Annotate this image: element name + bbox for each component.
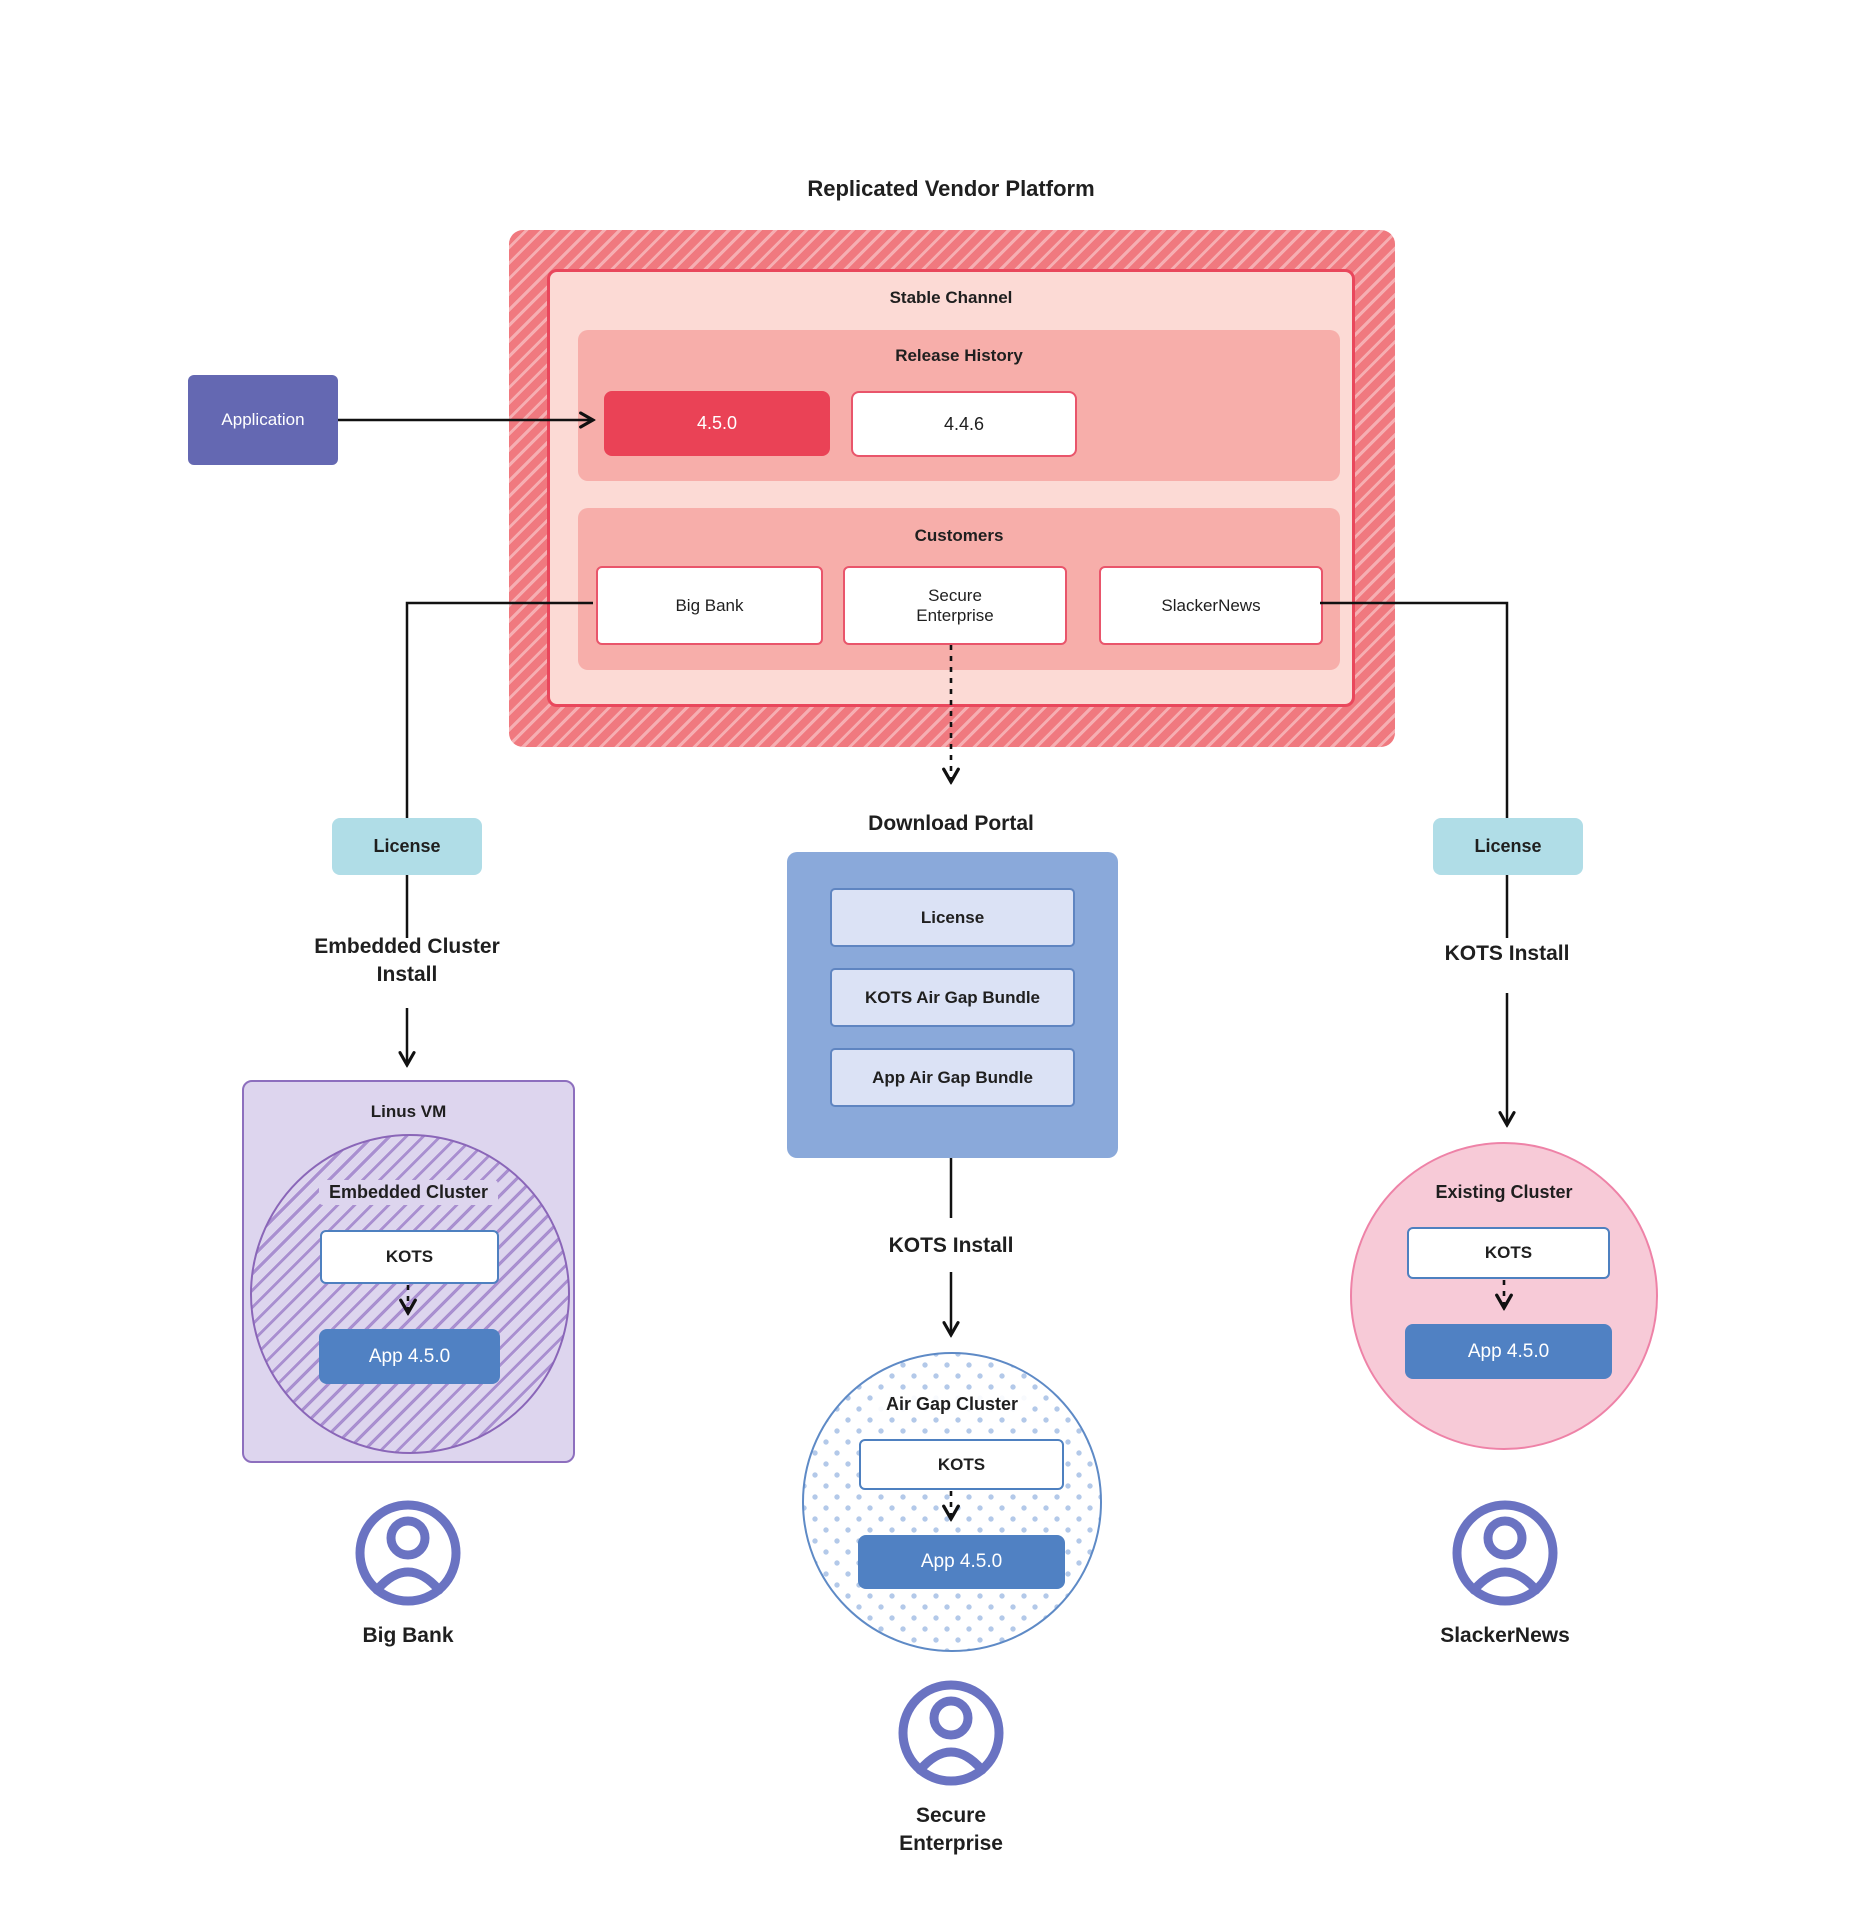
embedded-cluster-install-label: Embedded Cluster Install (314, 935, 500, 987)
air-gap-cluster-circle: Air Gap Cluster KOTS App 4.5.0 (802, 1352, 1102, 1652)
stable-channel-box: Stable Channel Release History 4.5.0 4.4… (547, 269, 1355, 707)
left-app-box: App 4.5.0 (319, 1329, 500, 1384)
big-bank-person-label: Big Bank (362, 1624, 454, 1647)
linus-vm-label: Linus VM (370, 1102, 447, 1121)
download-portal-box: License KOTS Air Gap Bundle App Air Gap … (787, 852, 1118, 1158)
existing-cluster-label: Existing Cluster (1435, 1182, 1573, 1202)
release-previous: 4.4.6 (851, 391, 1077, 457)
middle-kots-box: KOTS (859, 1439, 1064, 1490)
air-gap-cluster-label-wrap: Air Gap Cluster (804, 1392, 1100, 1417)
slackernews-person-label: SlackerNews (1440, 1624, 1570, 1647)
release-history-label: Release History (895, 346, 1023, 365)
embedded-cluster-label: Embedded Cluster (318, 1180, 499, 1205)
page-title: Replicated Vendor Platform (807, 176, 1095, 201)
customer-big-bank-label: Big Bank (675, 595, 744, 615)
existing-cluster-circle: Existing Cluster KOTS App 4.5.0 (1350, 1142, 1658, 1450)
right-kots-install-label: KOTS Install (1444, 942, 1570, 965)
right-license-box: License (1433, 818, 1583, 875)
linus-vm-box: Linus VM Embedded Cluster KOTS App 4.5.0 (242, 1080, 575, 1463)
portal-kots-bundle-item: KOTS Air Gap Bundle (830, 968, 1075, 1027)
left-license-box: License (332, 818, 482, 875)
release-history-box: Release History 4.5.0 4.4.6 (578, 330, 1340, 481)
application-box: Application (188, 375, 338, 465)
secure-enterprise-user-icon (898, 1680, 1004, 1786)
embedded-cluster-label-wrap: Embedded Cluster (244, 1180, 573, 1205)
customers-box: Customers Big Bank Secure Enterprise Sla… (578, 508, 1340, 670)
customer-secure-enterprise: Secure Enterprise (843, 566, 1067, 645)
right-kots-box: KOTS (1407, 1227, 1610, 1279)
portal-app-bundle-item: App Air Gap Bundle (830, 1048, 1075, 1107)
customer-slackernews-label: SlackerNews (1161, 595, 1261, 615)
slackernews-user-icon (1452, 1500, 1558, 1606)
middle-kots-install-label: KOTS Install (888, 1234, 1014, 1257)
customer-slackernews: SlackerNews (1099, 566, 1323, 645)
right-app-box: App 4.5.0 (1405, 1324, 1612, 1379)
middle-app-box: App 4.5.0 (858, 1535, 1065, 1589)
customer-big-bank: Big Bank (596, 566, 823, 645)
portal-license-item: License (830, 888, 1075, 947)
left-kots-box: KOTS (320, 1230, 499, 1284)
download-portal-label: Download Portal (868, 812, 1034, 835)
stable-channel-label: Stable Channel (889, 288, 1013, 307)
customer-secure-enterprise-label: Secure Enterprise (916, 585, 994, 625)
customers-label: Customers (914, 526, 1004, 545)
air-gap-cluster-label: Air Gap Cluster (875, 1392, 1029, 1417)
secure-enterprise-person-label: Secure Enterprise (899, 1804, 1003, 1856)
release-current: 4.5.0 (604, 391, 830, 456)
big-bank-user-icon (355, 1500, 461, 1606)
